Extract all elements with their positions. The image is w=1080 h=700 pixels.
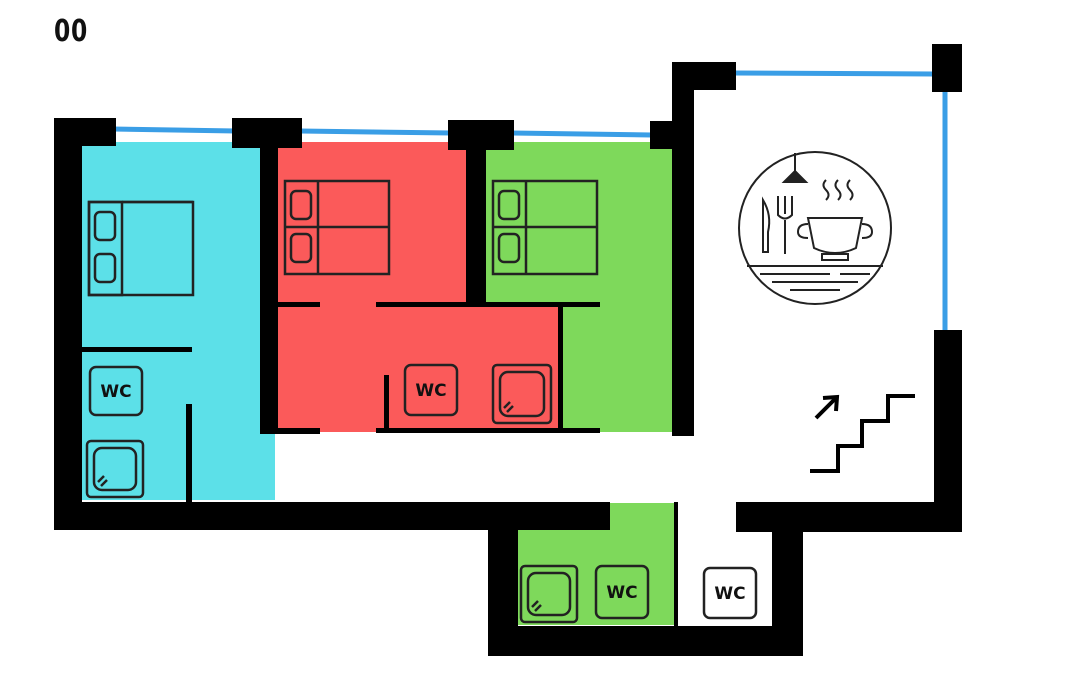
wc-icon: WC (702, 566, 758, 620)
red-bath-fill (470, 305, 560, 432)
green-side-fill (560, 305, 675, 432)
window-red-room (299, 128, 453, 136)
window-blue-room (111, 126, 237, 134)
kitchen-icon (738, 151, 892, 305)
wc-label: WC (606, 583, 637, 603)
shower-icon (85, 439, 145, 499)
wc-icon: WC (594, 564, 650, 620)
bed-icon (87, 200, 195, 297)
wc-label: WC (714, 584, 745, 604)
wc-label: WC (100, 382, 131, 402)
wc-label: WC (415, 381, 446, 401)
walls (54, 44, 962, 656)
blue-bedroom-fill (80, 142, 275, 500)
floor-label: 00 (54, 14, 89, 49)
shower-icon (491, 363, 553, 425)
wc-icon: WC (88, 365, 144, 417)
window-green-room (511, 130, 653, 138)
green-bedroom-fill (470, 142, 675, 305)
bed-icon (283, 179, 391, 276)
shower-icon (519, 564, 579, 624)
window-top-right (733, 70, 935, 77)
stairs-icon (810, 394, 915, 473)
windows (111, 70, 948, 330)
bed-icon (491, 179, 599, 276)
wc-icon: WC (403, 363, 459, 417)
